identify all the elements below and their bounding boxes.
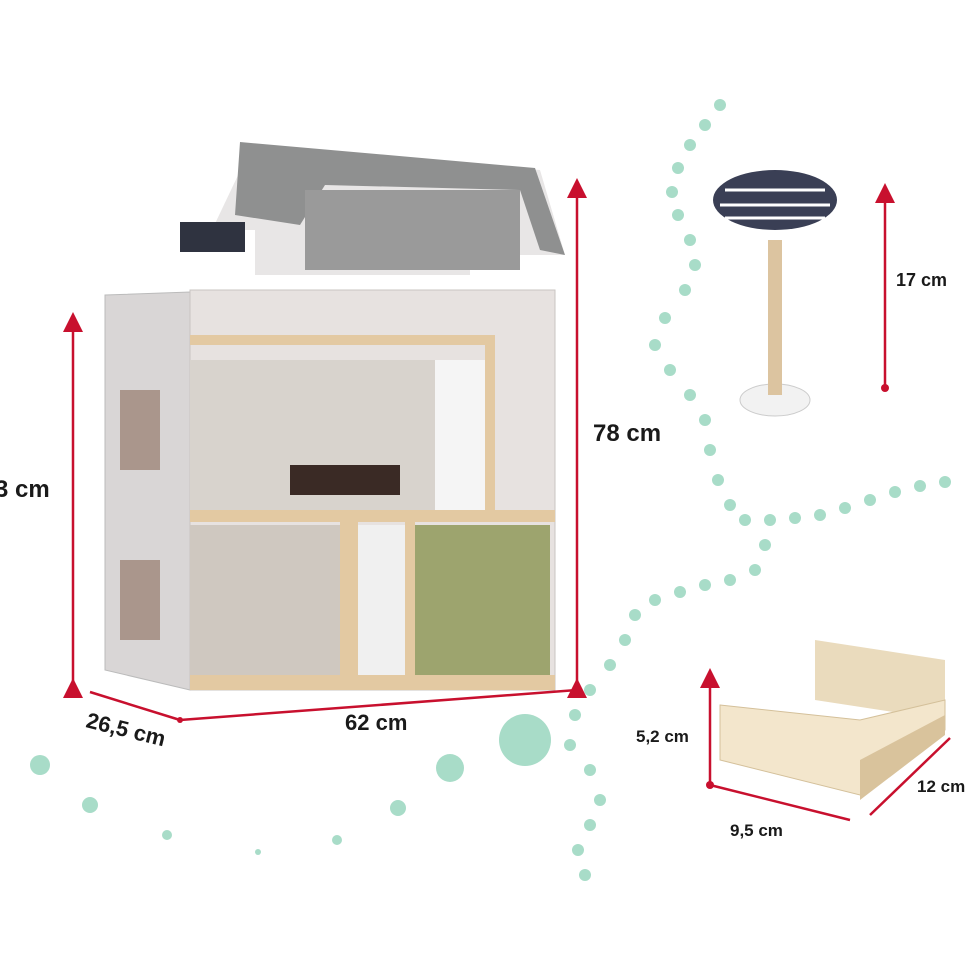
- bed-width-label: 9,5 cm: [730, 821, 783, 840]
- house-depth-label: 26,5 cm: [84, 708, 168, 752]
- bed-length-label: 12 cm: [917, 777, 965, 796]
- stool-height-label: 17 cm: [896, 270, 947, 290]
- bed-height-label: 5,2 cm: [636, 727, 689, 746]
- house-height-label: 78 cm: [593, 420, 661, 447]
- bed-image: [719, 640, 946, 800]
- dimension-lines: [63, 178, 951, 822]
- decorative-dots: [30, 99, 951, 881]
- stool-image: [713, 170, 837, 417]
- house-width-label: 62 cm: [345, 710, 407, 735]
- dollhouse-image: [104, 142, 565, 691]
- house-height-left-label: 3 cm: [0, 476, 50, 503]
